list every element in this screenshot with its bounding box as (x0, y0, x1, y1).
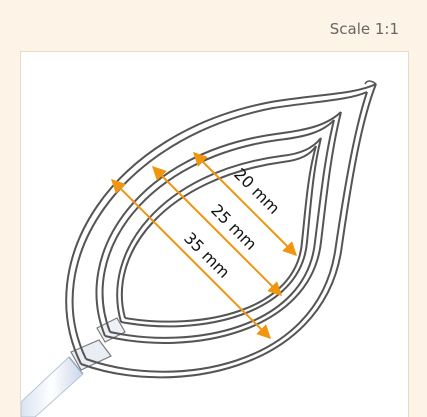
snare-diagram: 20 mm 25 mm 35 mm (20, 51, 409, 417)
outer-loop (65, 80, 377, 379)
catheter-shaft (21, 356, 84, 417)
scale-label: Scale 1:1 (329, 20, 399, 38)
dimension-label-25mm: 25 mm (207, 200, 260, 253)
dimension-label-20mm: 20 mm (230, 164, 283, 217)
dimension-arrows (111, 152, 297, 339)
dimension-arrow-35mm (111, 179, 271, 339)
snare-diagram-svg: 20 mm 25 mm 35 mm (21, 80, 377, 417)
